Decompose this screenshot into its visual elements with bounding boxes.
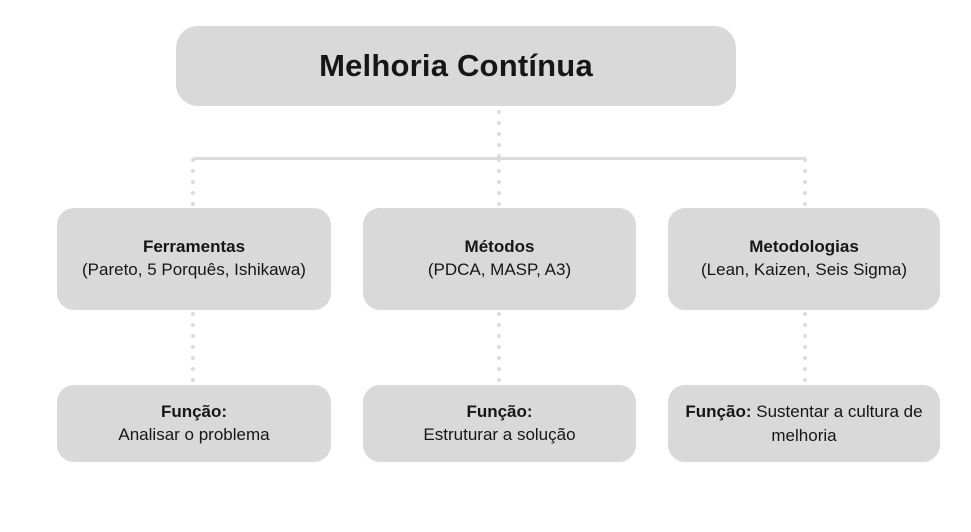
category-node-metodologias: Metodologias (Lean, Kaizen, Seis Sigma)	[668, 208, 940, 310]
connector-metodos-to-funcao	[497, 312, 501, 387]
root-node-melhoria-continua: Melhoria Contínua	[176, 26, 736, 106]
function-node-metodos: Função: Estruturar a solução	[363, 385, 636, 462]
function-text-metodos: Estruturar a solução	[423, 424, 576, 444]
category-node-metodos: Métodos (PDCA, MASP, A3)	[363, 208, 636, 310]
category-subtitle-metodos: (PDCA, MASP, A3)	[427, 260, 572, 279]
function-text-metodologias: Sustentar a cultura de melhoria	[756, 402, 923, 445]
connector-ferramentas-to-funcao	[191, 312, 195, 387]
connector-metodologias-to-funcao	[803, 312, 807, 387]
connector-bus-to-metodos	[497, 158, 501, 210]
page-title: Melhoria Contínua	[319, 47, 593, 83]
function-label-ferramentas: Função:	[160, 401, 228, 421]
category-subtitle-metodologias: (Lean, Kaizen, Seis Sigma)	[701, 260, 907, 279]
connector-bus-to-metodologias	[803, 158, 807, 210]
function-node-ferramentas: Função: Analisar o problema	[57, 385, 331, 462]
connector-title-to-bus	[497, 110, 501, 160]
function-label-metodos: Função:	[466, 401, 533, 421]
function-inline-metodologias: Função: Sustentar a cultura de melhoria	[682, 400, 926, 447]
connector-bus-to-ferramentas	[191, 158, 195, 210]
category-node-ferramentas: Ferramentas (Pareto, 5 Porquês, Ishikawa…	[57, 208, 331, 310]
category-heading-ferramentas: Ferramentas	[142, 237, 246, 257]
function-text-ferramentas: Analisar o problema	[118, 424, 270, 444]
function-node-metodologias: Função: Sustentar a cultura de melhoria	[668, 385, 940, 462]
category-heading-metodos: Métodos	[464, 237, 535, 257]
category-subtitle-ferramentas: (Pareto, 5 Porquês, Ishikawa)	[82, 260, 306, 279]
function-label-metodologias: Função:	[685, 402, 752, 422]
category-heading-metodologias: Metodologias	[749, 237, 859, 257]
